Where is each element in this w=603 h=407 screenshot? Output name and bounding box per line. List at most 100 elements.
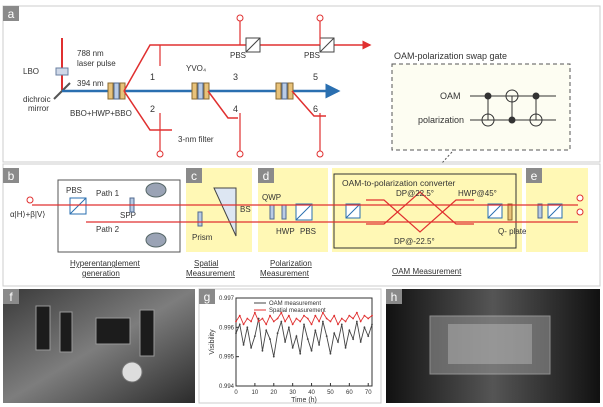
bbo-stack-1 [108, 83, 125, 99]
panel-e-letter: e [531, 169, 538, 183]
series-2-point [288, 315, 290, 317]
x-tick-label: 50 [327, 390, 334, 396]
path2-label: Path 2 [96, 225, 120, 234]
series-1-point [288, 326, 290, 328]
converter-pbs-in [346, 204, 360, 218]
series-2-point [333, 315, 335, 317]
series-1-point [356, 321, 358, 323]
qplate-label: Q- plate [498, 227, 527, 236]
series-2-point [356, 312, 358, 314]
swap-gate-polarization: polarization [418, 115, 464, 125]
series-1-point [371, 324, 373, 326]
series-1-point [322, 321, 324, 323]
legend-label-1: OAM measurement [269, 301, 321, 307]
panel-g-letter: g [204, 290, 211, 304]
series-2-point [348, 315, 350, 317]
pbs-label-2: PBS [304, 51, 320, 60]
series-2-point [360, 321, 362, 323]
panel-c-letter: c [191, 169, 197, 183]
series-1-point [235, 332, 237, 334]
series-1-point [360, 341, 362, 343]
series-1-point [265, 329, 267, 331]
series-1-point [345, 347, 347, 349]
series-1-point [330, 353, 332, 355]
series-1-point [262, 350, 264, 352]
input-source-icon [27, 197, 33, 203]
pbs-d-label: PBS [300, 227, 316, 236]
y-axis-label: Visibility [209, 329, 216, 355]
series-1-point [243, 344, 245, 346]
dp2-label: DP@-22.5° [394, 237, 435, 246]
series-1-point [348, 329, 350, 331]
series-2-point [277, 318, 279, 320]
panel-h-letter: h [391, 290, 398, 304]
photo-h-glass [448, 324, 532, 364]
e-detector-2 [577, 209, 583, 215]
panel-f: f [3, 289, 195, 403]
detector-label-4: 4 [233, 104, 238, 114]
filter-label: 3-nm filter [178, 135, 214, 144]
detector-label-1: 1 [150, 72, 155, 82]
series-1-point [311, 350, 313, 352]
e-detector-1 [577, 195, 583, 201]
series-1-point [337, 341, 339, 343]
series-1-point [307, 338, 309, 340]
series-2-point [303, 315, 305, 317]
series-2-point [239, 315, 241, 317]
x-tick-label: 70 [365, 390, 372, 396]
dp1-label: DP@22.5° [396, 189, 434, 198]
pbs-cube-1 [246, 38, 260, 52]
photo-setup-f [3, 289, 195, 403]
photo-f-dial [122, 362, 142, 382]
series-2-point [337, 324, 339, 326]
series-1-point [296, 335, 298, 337]
qwp-label: QWP [262, 193, 281, 202]
dichroic-label-1: dichroic [23, 95, 51, 104]
path1-label: Path 1 [96, 189, 120, 198]
prism-label: Prism [192, 233, 213, 242]
b-caption-2: generation [82, 269, 120, 278]
hwp-d-label: HWP [276, 227, 295, 236]
series-1-point [318, 344, 320, 346]
series-1-point [341, 324, 343, 326]
y-tick-label: 0.996 [219, 325, 235, 331]
prism [198, 212, 202, 226]
series-2-point [311, 324, 313, 326]
detector-label-6: 6 [313, 104, 318, 114]
panel-a-letter: a [8, 7, 15, 21]
series-1-point [254, 335, 256, 337]
d-caption-2: Measurement [260, 269, 310, 278]
series-2-point [330, 321, 332, 323]
series-1-point [367, 335, 369, 337]
pbs-b-cube [70, 198, 86, 214]
laser-label-2: laser pulse [77, 59, 116, 68]
series-1-point [352, 338, 354, 340]
b-caption-1: Hyperentanglement [70, 259, 141, 268]
series-2-point [258, 321, 260, 323]
converter-pbs-out [488, 204, 502, 218]
swap-gate-title: OAM-polarization swap gate [394, 51, 507, 61]
panel-d-letter: d [263, 169, 270, 183]
series-2-point [299, 321, 301, 323]
hwp-plate [282, 205, 286, 219]
bbo-stack-2 [192, 83, 209, 99]
series-2-point [364, 315, 366, 317]
pbs-label-1: PBS [230, 51, 246, 60]
series-2-point [265, 324, 267, 326]
dichroic-label-2: mirror [28, 104, 49, 113]
x-tick-label: 30 [289, 390, 296, 396]
swap-gate-box [392, 64, 570, 150]
series-2-point [273, 321, 275, 323]
series-2-point [296, 318, 298, 320]
laser-label-1: 788 nm [77, 49, 104, 58]
series-2-point [352, 318, 354, 320]
series-1-point [364, 326, 366, 328]
series-1-point [333, 332, 335, 334]
series-1-point [273, 356, 275, 358]
y-tick-label: 0.995 [219, 355, 235, 361]
series-2-point [371, 315, 373, 317]
x-tick-label: 40 [308, 390, 315, 396]
series-2-point [246, 318, 248, 320]
series-2-point [250, 321, 252, 323]
